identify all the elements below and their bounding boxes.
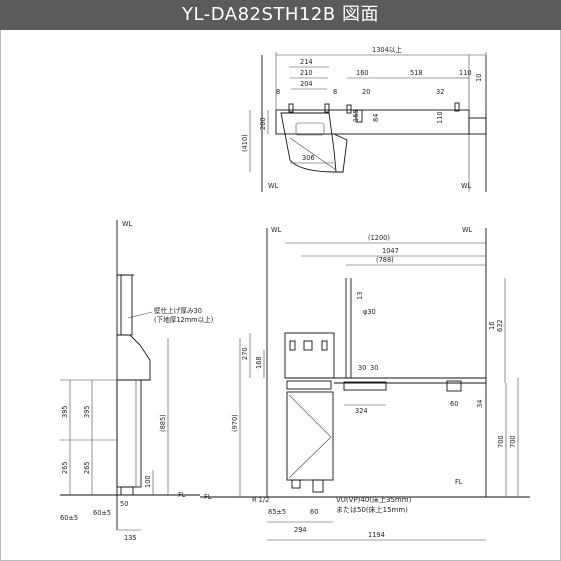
top-dim-10: 10 xyxy=(475,74,483,82)
side-basin xyxy=(117,334,151,381)
side-dim-50: 50 xyxy=(120,500,128,508)
top-dim-410: (410) xyxy=(241,134,249,152)
top-fixture-c xyxy=(454,102,460,112)
top-view: 1304以上 214 210 204 8 8 160 518 110 10 20… xyxy=(241,45,487,192)
top-faucet-left xyxy=(288,103,294,113)
front-dim-85: 85±5 xyxy=(268,508,286,516)
front-faucet-c xyxy=(321,340,328,351)
top-dim-204: 204 xyxy=(300,80,313,88)
top-dim-84: 84 xyxy=(372,114,380,122)
top-dim-214: 214 xyxy=(300,58,313,66)
side-dim-395b: 395 xyxy=(83,405,91,418)
top-dim-306: 306 xyxy=(302,154,315,162)
front-dim-13: 13 xyxy=(356,292,364,300)
top-fixture-b xyxy=(355,109,363,123)
top-dim-110v: 110 xyxy=(436,111,444,124)
top-dim-160: 160 xyxy=(356,69,369,77)
front-dim-60c: 60 xyxy=(310,508,318,516)
side-note-line1: 壁仕上げ厚み30 xyxy=(154,306,202,315)
top-dim-32: 32 xyxy=(436,88,444,96)
side-cabinet xyxy=(116,379,142,488)
front-back-panel xyxy=(284,332,335,379)
top-wl-right: WL xyxy=(461,182,472,190)
top-door xyxy=(333,133,348,173)
side-note-leader xyxy=(127,311,153,319)
side-dim-395a: 395 xyxy=(61,405,69,418)
front-drain-a xyxy=(291,479,301,489)
front-floor-label: FL xyxy=(204,493,212,501)
side-dim-100: 100 xyxy=(144,475,152,488)
side-view: WL FL 壁仕上げ厚み30 (下地厚12mm以上) 395 395 265 2… xyxy=(60,220,213,542)
front-wl-right: WL xyxy=(462,226,473,234)
front-vu-line2: または50(床上15mm) xyxy=(336,505,408,514)
front-faucet-b xyxy=(303,340,313,351)
side-drain xyxy=(120,486,134,496)
top-dim-overall: 1304以上 xyxy=(372,45,402,54)
front-r12: R 1/2 xyxy=(252,496,269,504)
front-basin xyxy=(286,380,332,390)
front-vu-line1: VU(VP)40(床上35mm) xyxy=(336,495,412,504)
front-wl-left: WL xyxy=(271,226,282,234)
front-dim-700a: 700 xyxy=(497,435,505,448)
front-dim-294: 294 xyxy=(294,526,307,534)
top-dim-210: 210 xyxy=(300,69,313,77)
front-cabinet-hatch xyxy=(288,394,332,479)
top-fixture-a xyxy=(346,104,352,114)
front-right-fixture xyxy=(446,380,462,392)
front-dim-60: 60 xyxy=(450,400,458,408)
front-dim-phi30: φ30 xyxy=(363,308,376,316)
top-wl-left: WL xyxy=(268,182,279,190)
front-dim-1194: 1194 xyxy=(368,531,385,539)
front-cabinet xyxy=(286,391,334,481)
side-faucet-body xyxy=(120,274,133,336)
front-dim-788: (788) xyxy=(376,256,394,264)
side-dim-60a: 60±5 xyxy=(60,514,78,522)
front-fl-right: FL xyxy=(455,478,463,486)
page-title: YL-DA82STH12B 図面 xyxy=(0,0,561,30)
top-dim-518: 518 xyxy=(410,69,423,77)
side-dim-135: 135 xyxy=(124,534,137,542)
front-dim-34: 34 xyxy=(476,400,484,408)
front-dim-1200: (1200) xyxy=(368,234,390,242)
top-dim-200: 200 xyxy=(259,117,267,130)
top-dim-165: 165 xyxy=(352,109,360,122)
front-view: WL WL FL FL (1200) 1047 (788) xyxy=(200,226,530,541)
front-dim-970: (970) xyxy=(231,414,239,432)
side-wl: WL xyxy=(122,220,133,228)
top-faucet-right xyxy=(324,103,330,113)
top-basin xyxy=(280,112,337,173)
front-dim-16: 16 xyxy=(488,322,496,330)
side-floor-label: FL xyxy=(178,491,186,499)
top-dim-8a: 8 xyxy=(276,88,280,96)
top-basin-hatch xyxy=(289,137,337,171)
side-dim-265b: 265 xyxy=(83,461,91,474)
front-faucet-a xyxy=(289,340,296,351)
front-dim-324: 324 xyxy=(355,407,368,415)
front-dim-168: 168 xyxy=(255,356,263,369)
side-dim-265a: 265 xyxy=(61,461,69,474)
top-counter-end xyxy=(468,117,487,135)
front-dim-700b: 700 xyxy=(509,435,517,448)
front-drain-b xyxy=(312,479,324,493)
front-towel-bar xyxy=(343,381,387,391)
front-dim-270: 270 xyxy=(241,347,249,360)
side-dim-60b: 60±5 xyxy=(93,509,111,517)
front-dim-1047: 1047 xyxy=(382,247,399,255)
top-dim-20: 20 xyxy=(362,88,370,96)
front-dim-632: 632 xyxy=(496,319,504,332)
front-dim-30b: 30 xyxy=(370,364,378,372)
top-dim-8b: 8 xyxy=(333,88,337,96)
side-note-line2: (下地厚12mm以上) xyxy=(154,315,213,324)
front-dim-30a: 30 xyxy=(358,364,366,372)
side-dim-885: (885) xyxy=(159,414,167,432)
top-dim-110: 110 xyxy=(459,69,472,77)
top-basin-bowl xyxy=(295,122,325,136)
